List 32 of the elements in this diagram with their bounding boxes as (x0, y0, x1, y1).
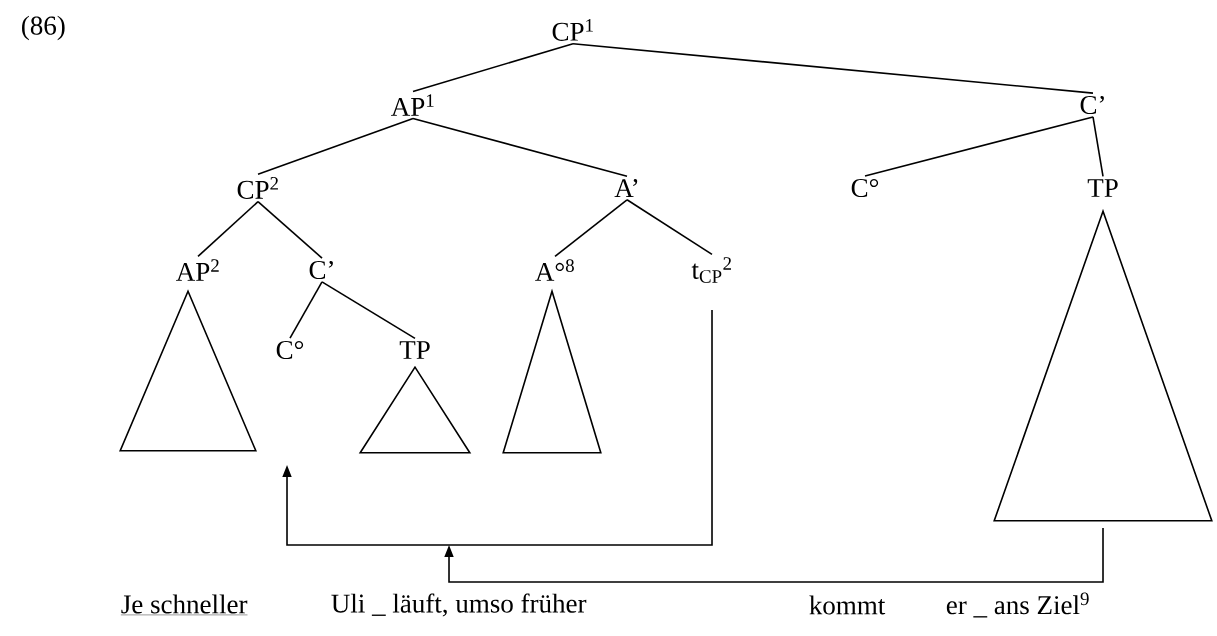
tree-branch (412, 117, 628, 177)
tree-label: t$_{CP}$2 (691, 257, 731, 283)
sentence-word: Je schneller (120, 594, 248, 616)
tree-branch (321, 281, 416, 340)
tree-label: A’ (614, 179, 638, 197)
tree-label: C° (851, 178, 879, 198)
tree-label: C’ (1080, 95, 1104, 115)
tree-branch (864, 116, 1094, 177)
tree-label: C° (276, 340, 304, 360)
sentence-word: er _ ans Ziel$^{9}$ (946, 592, 1089, 618)
tree-branch (572, 42, 1094, 94)
sentence-word: kommt (809, 595, 886, 615)
tree-branch (554, 198, 628, 258)
tree-label: TP (399, 341, 430, 359)
tree-branch (257, 117, 414, 176)
tree-branch (1092, 116, 1104, 178)
tree-label: CP$^{2}$ (237, 177, 278, 199)
tree-label: AP$^{2}$ (176, 259, 219, 281)
tree-branch (412, 42, 574, 93)
example-number: (86) (22, 15, 65, 41)
tree-branch (257, 200, 323, 259)
tree-branch (626, 198, 713, 256)
sentence-word: Uli _ läuft, umso früher (331, 593, 587, 617)
tree-label: TP (1087, 179, 1118, 197)
tree-branch (197, 200, 259, 258)
tree-label: AP$^{1}$ (391, 94, 434, 116)
tree-label: CP$^{1}$ (552, 19, 593, 41)
tree-label: A°$^{8}$ (535, 259, 574, 281)
arrow (444, 527, 1104, 583)
tree-label: C’ (309, 260, 333, 280)
tree-branch (289, 281, 323, 339)
arrow (282, 309, 713, 546)
